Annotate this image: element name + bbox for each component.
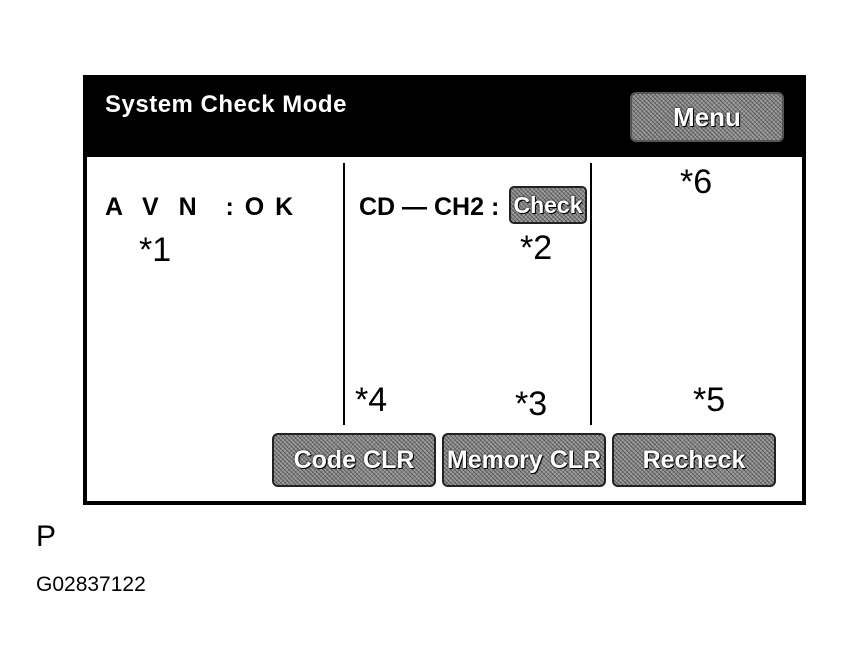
cd-ch2-check-button[interactable]: Check <box>509 186 587 224</box>
marker-6: *6 <box>680 163 713 201</box>
figure-letter: P <box>36 520 57 553</box>
figure-id: G02837122 <box>36 573 146 596</box>
menu-button[interactable]: Menu <box>630 92 784 142</box>
marker-2: *2 <box>520 229 553 267</box>
marker-4: *4 <box>355 381 388 419</box>
system-check-screen: System Check Mode Menu A V N : O K CD — … <box>83 75 806 505</box>
avn-status: A V N : O K <box>105 193 296 221</box>
marker-3: *3 <box>515 385 548 423</box>
column-divider-left <box>343 163 345 425</box>
screen-title: System Check Mode <box>105 91 347 118</box>
cd-ch2-status: CD — CH2 : <box>359 193 500 221</box>
marker-5: *5 <box>693 381 726 419</box>
memory-clr-button[interactable]: Memory CLR <box>442 433 606 487</box>
recheck-button[interactable]: Recheck <box>612 433 776 487</box>
column-divider-right <box>590 163 592 425</box>
title-bar: System Check Mode Menu <box>87 79 802 157</box>
code-clr-button[interactable]: Code CLR <box>272 433 436 487</box>
marker-1: *1 <box>139 231 172 269</box>
